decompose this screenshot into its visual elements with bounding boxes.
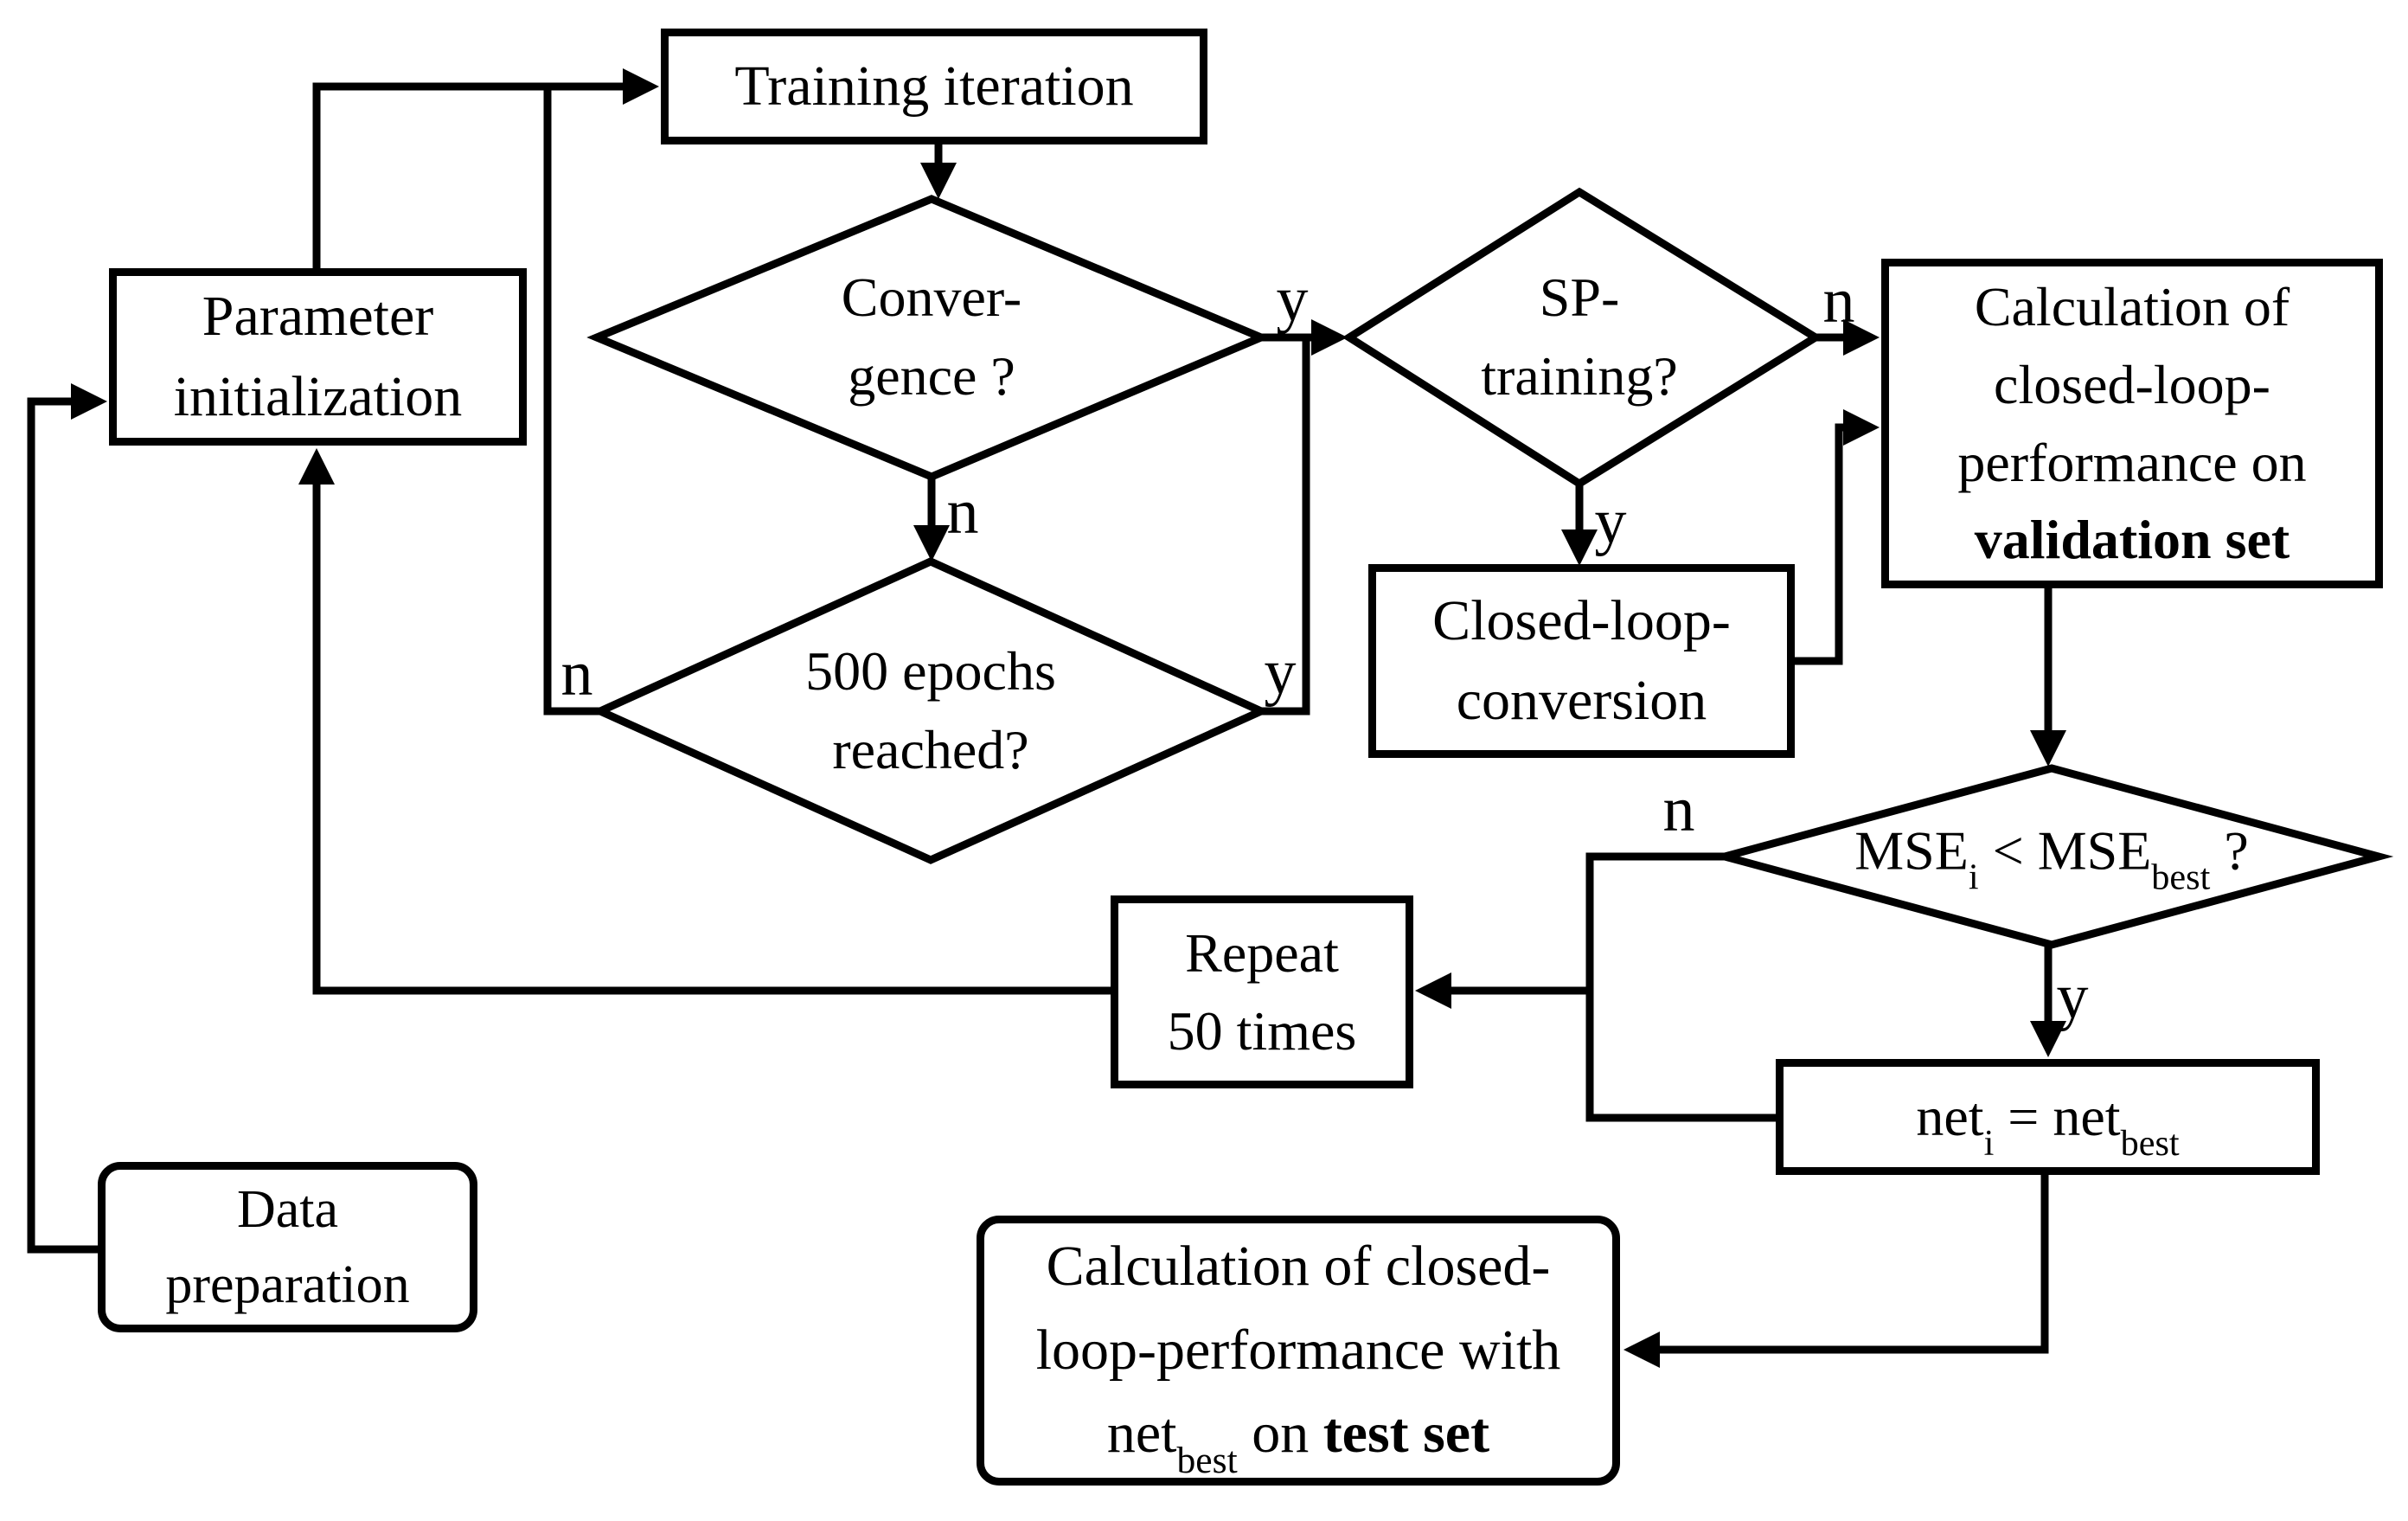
convergence-diamond-label: Conver- gence ? bbox=[842, 259, 1021, 416]
validation-set-label: validation set bbox=[1974, 509, 2290, 571]
test-net-t1: net bbox=[1106, 1402, 1177, 1466]
epochs-no-label: n bbox=[560, 639, 593, 709]
mse-diamond bbox=[1709, 764, 2394, 949]
sp-training-diamond-label: SP- training? bbox=[1481, 259, 1677, 416]
validation-performance-box: Calculation of closed-loop- performance … bbox=[1881, 259, 2383, 588]
arrowhead-into-sp bbox=[1311, 319, 1348, 356]
sp-training-diamond bbox=[1342, 187, 1823, 489]
repeat-line1: Repeat bbox=[1185, 921, 1339, 984]
data-preparation-box: Data preparation bbox=[98, 1162, 477, 1332]
net-sub-i: i bbox=[1983, 1123, 1995, 1165]
mse-yes-label: y bbox=[2056, 961, 2089, 1032]
edge-net-to-test bbox=[1660, 1171, 2049, 1354]
epochs-line1: 500 epochs bbox=[805, 640, 1056, 703]
arrowhead-into-net bbox=[2030, 1021, 2066, 1057]
test-net-sub-best: best bbox=[1176, 1439, 1238, 1481]
net-t2: = net bbox=[1994, 1086, 2121, 1148]
validation-line2: closed-loop- bbox=[1994, 353, 2270, 415]
edge-data-prep-to-param-init bbox=[27, 397, 101, 1254]
convergence-no-label: n bbox=[946, 477, 979, 548]
test-line1: Calculation of closed- bbox=[1046, 1235, 1551, 1299]
edge-repeat-to-param-init bbox=[312, 483, 1111, 995]
epochs-diamond bbox=[591, 557, 1271, 864]
mse-t1: MSE bbox=[1854, 819, 1969, 882]
edge-conversion-to-validation bbox=[1795, 423, 1843, 665]
validation-line3: performance on bbox=[1957, 431, 2307, 493]
arrowhead-into-convergence bbox=[920, 163, 957, 199]
training-iteration-label: Training iteration bbox=[734, 54, 1134, 118]
arrowhead-into-validation-top bbox=[1843, 319, 1880, 356]
parameter-initialization-line1: Parameter bbox=[202, 285, 434, 349]
net-sub-best: best bbox=[2120, 1123, 2180, 1165]
sp-no-label: n bbox=[1822, 266, 1855, 337]
net-assignment-label: neti = netbest bbox=[1916, 1078, 2179, 1162]
edge-epochs-yes-elbow bbox=[1261, 341, 1310, 716]
conversion-line2: conversion bbox=[1456, 669, 1707, 732]
arrowhead-into-param-init-left bbox=[71, 383, 107, 420]
epochs-line2: reached? bbox=[832, 719, 1029, 780]
training-iteration-box: Training iteration bbox=[661, 29, 1207, 144]
validation-line1: Calculation of bbox=[1974, 276, 2290, 338]
sp-yes-label: y bbox=[1594, 486, 1627, 557]
arrowhead-into-epochs bbox=[913, 525, 950, 562]
edge-mse-no-junction bbox=[1585, 852, 1779, 1122]
convergence-diamond bbox=[586, 195, 1271, 481]
mse-no-label: n bbox=[1662, 774, 1695, 845]
mse-diamond-label: MSEi < MSEbest ? bbox=[1854, 812, 2249, 896]
test-line3: netbest on test set bbox=[1106, 1392, 1490, 1479]
sp-line1: SP- bbox=[1539, 266, 1620, 329]
test-set-label: test set bbox=[1322, 1402, 1490, 1466]
arrowhead-into-param-init-bottom bbox=[298, 448, 335, 485]
epochs-yes-label: y bbox=[1264, 637, 1297, 708]
mse-sub-i: i bbox=[1968, 857, 1979, 898]
net-t1: net bbox=[1916, 1086, 1984, 1148]
mse-t2: < MSE bbox=[1978, 819, 2152, 882]
convergence-line2: gence ? bbox=[848, 345, 1015, 407]
test-line2: loop-performance with bbox=[1035, 1318, 1561, 1382]
repeat-line2: 50 times bbox=[1167, 999, 1357, 1062]
parameter-initialization-box: Parameter initialization bbox=[109, 268, 527, 446]
edge-epochs-no-loop bbox=[543, 87, 604, 716]
conversion-line1: Closed-loop- bbox=[1432, 588, 1731, 652]
data-preparation-line2: preparation bbox=[165, 1255, 410, 1314]
mse-t3: ? bbox=[2210, 819, 2249, 882]
sp-line2: training? bbox=[1481, 345, 1678, 407]
arrowhead-into-mse bbox=[2030, 730, 2066, 767]
arrowhead-into-training bbox=[623, 68, 659, 105]
arrowhead-into-test bbox=[1623, 1332, 1660, 1368]
epochs-diamond-label: 500 epochs reached? bbox=[805, 632, 1056, 790]
net-assignment-box: neti = netbest bbox=[1776, 1059, 2320, 1175]
test-t2: on bbox=[1237, 1402, 1323, 1466]
parameter-initialization-line2: initialization bbox=[173, 364, 463, 428]
data-preparation-line1: Data bbox=[236, 1179, 339, 1239]
test-performance-box: Calculation of closed- loop-performance … bbox=[977, 1216, 1620, 1486]
arrowhead-into-conversion bbox=[1561, 529, 1598, 566]
convergence-yes-label: y bbox=[1276, 264, 1309, 335]
mse-sub-best: best bbox=[2151, 857, 2211, 898]
closed-loop-conversion-box: Closed-loop- conversion bbox=[1368, 564, 1795, 758]
convergence-line1: Conver- bbox=[841, 266, 1022, 329]
arrowhead-into-validation-bottom bbox=[1843, 409, 1880, 446]
arrowhead-into-repeat bbox=[1415, 972, 1451, 1009]
edge-param-init-to-training bbox=[312, 82, 626, 272]
repeat-50-times-box: Repeat 50 times bbox=[1111, 895, 1413, 1088]
